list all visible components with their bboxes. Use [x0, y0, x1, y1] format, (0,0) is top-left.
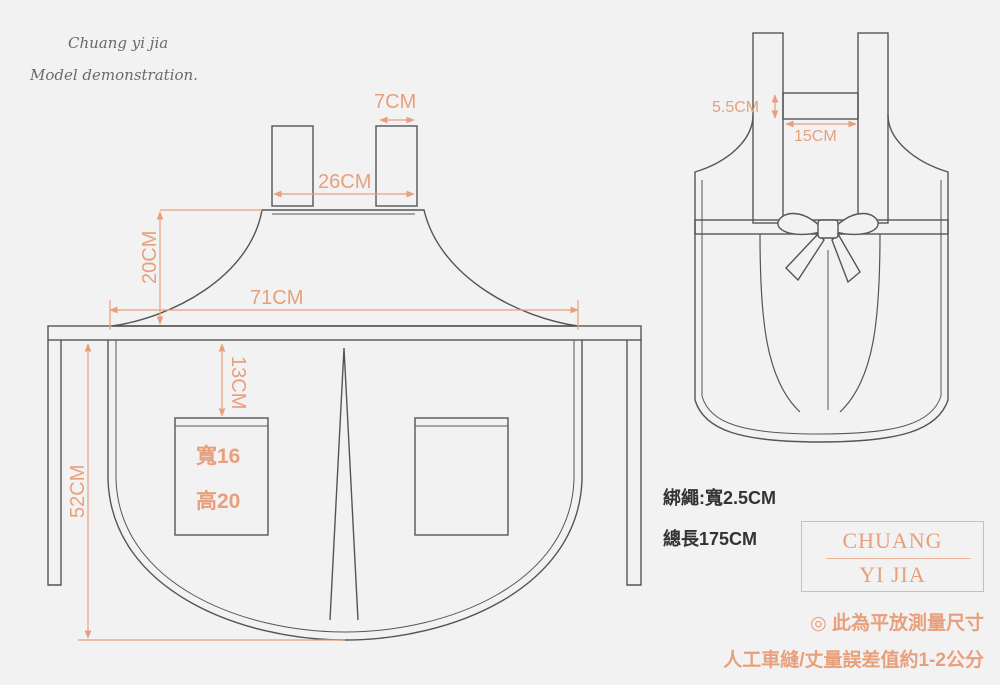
- pocket-width-label: 寬16: [196, 444, 240, 468]
- brand-line-1: Chuang yi jia: [68, 34, 169, 52]
- left-tie: [47, 340, 62, 586]
- dim-waist-width: 71CM: [250, 287, 303, 309]
- right-tie: [626, 340, 642, 586]
- brand-logo: CHUANG YI JIA: [801, 521, 984, 592]
- left-neck-strap: [271, 125, 314, 207]
- dim-bib-height: 20CM: [139, 231, 161, 284]
- left-pocket: [174, 417, 269, 536]
- back-left-strap: [752, 32, 784, 224]
- waist-band: [47, 325, 642, 341]
- pocket-height-label: 高20: [196, 489, 240, 513]
- skirt: [107, 340, 583, 641]
- bow: [777, 212, 879, 284]
- ties-info: 綁繩:寬2.5CM: [663, 488, 777, 508]
- bib: [111, 209, 579, 327]
- dim-back-strap-gap: 5.5CM: [712, 99, 759, 116]
- logo-line-1: CHUANG: [842, 528, 943, 553]
- right-pocket: [414, 417, 509, 536]
- dim-strap-width: 7CM: [374, 91, 416, 113]
- back-strap-connector: [782, 92, 859, 120]
- tolerance-note: 人工車縫/丈量誤差值約1-2公分: [723, 650, 984, 671]
- back-body: [694, 114, 949, 443]
- brand-line-2: Model demonstration.: [30, 66, 198, 84]
- dim-back-strap-width: 15CM: [794, 128, 837, 145]
- front-apron: [47, 125, 642, 641]
- total-length-info: 總長175CM: [663, 529, 758, 549]
- back-right-strap: [857, 32, 889, 224]
- dim-pocket-offset: 13CM: [227, 356, 249, 409]
- logo-divider: [826, 558, 971, 559]
- dim-total-length: 52CM: [67, 465, 89, 518]
- right-neck-strap: [375, 125, 418, 207]
- center-dart: [329, 347, 359, 621]
- logo-line-2: YI JIA: [859, 562, 926, 587]
- dim-neck-width: 26CM: [318, 171, 371, 193]
- back-apron: [694, 32, 949, 443]
- measure-note: ◎ 此為平放測量尺寸: [810, 613, 984, 634]
